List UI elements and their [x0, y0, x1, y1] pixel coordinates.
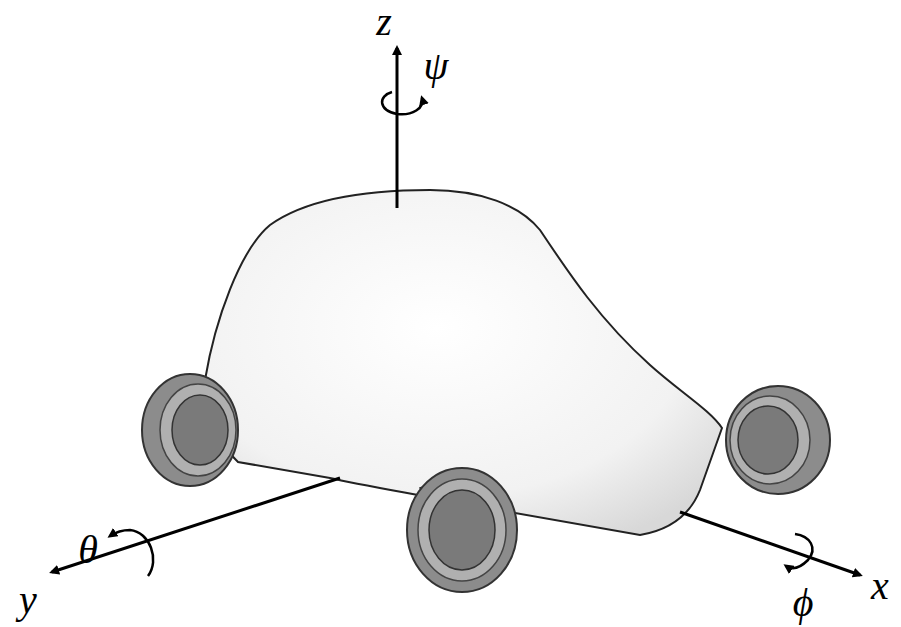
- angle-label: ψ: [424, 46, 449, 86]
- wheel: [407, 468, 517, 592]
- angle-label: θ: [78, 530, 98, 570]
- rotation-arrow: [110, 530, 153, 576]
- angle-label: ϕ: [793, 583, 814, 623]
- axis-label: z: [376, 2, 392, 42]
- rotation-arrow: [382, 92, 422, 114]
- z-axis: [396, 48, 399, 208]
- axis-label: x: [871, 566, 889, 606]
- wheel: [142, 374, 238, 486]
- axis-label: y: [19, 580, 37, 620]
- x-axis: [680, 512, 860, 575]
- y-axis: [52, 478, 340, 572]
- wheel: [726, 386, 830, 494]
- rotation-arrow: [786, 534, 812, 568]
